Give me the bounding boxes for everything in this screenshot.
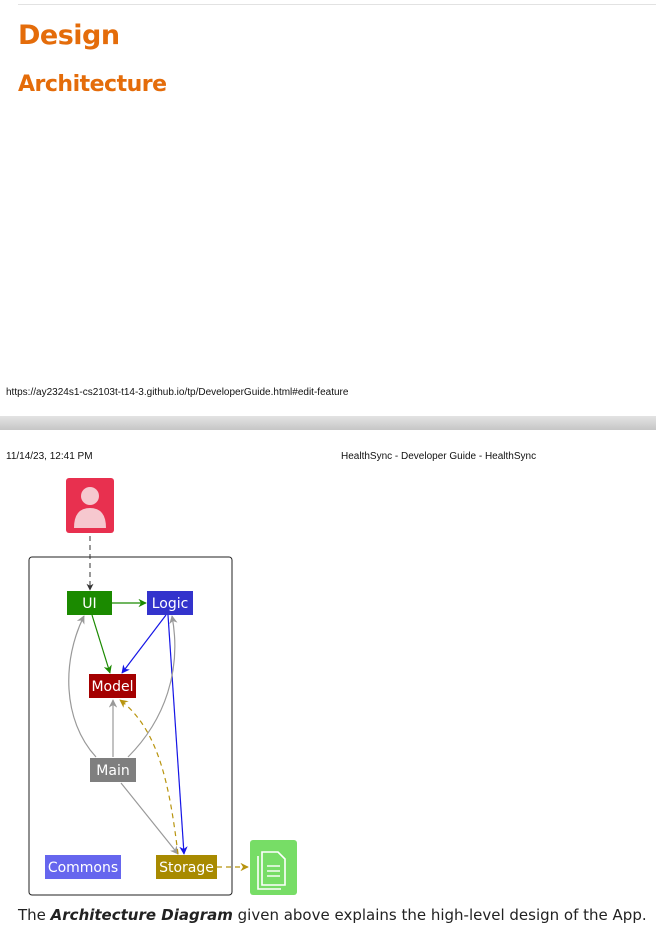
component-commons: Commons — [45, 855, 121, 879]
component-model: Model — [89, 674, 136, 698]
component-logic: Logic — [147, 591, 193, 615]
storage-to-model-arrow — [119, 699, 179, 855]
heading-architecture: Architecture — [18, 72, 167, 97]
component-storage-label: Storage — [159, 860, 214, 876]
print-footer-url: https://ay2324s1-cs2103t-t14-3.github.io… — [6, 387, 349, 398]
paragraph-emphasis: Architecture Diagram — [50, 906, 233, 924]
top-rule — [18, 4, 656, 5]
architecture-paragraph: The Architecture Diagram given above exp… — [18, 906, 647, 924]
component-commons-label: Commons — [48, 860, 118, 876]
component-main-label: Main — [96, 763, 129, 779]
ui-to-model-arrow — [91, 614, 112, 674]
file-icon — [250, 840, 297, 895]
user-icon — [66, 478, 114, 533]
paragraph-prefix: The — [18, 906, 51, 924]
architecture-diagram: UI Logic Model Main Commons Storage — [28, 478, 297, 896]
component-model-label: Model — [91, 679, 133, 695]
logic-to-storage-arrow — [167, 614, 188, 855]
app-boundary — [28, 556, 233, 896]
page-break — [0, 416, 656, 430]
component-ui-label: UI — [82, 596, 96, 612]
component-main: Main — [90, 758, 136, 782]
heading-design: Design — [18, 20, 120, 51]
print-header-title: HealthSync - Developer Guide - HealthSyn… — [341, 451, 537, 462]
paragraph-suffix: given above explains the high-level desi… — [232, 906, 647, 924]
main-to-storage-arrow — [120, 782, 179, 855]
logic-to-model-arrow — [121, 614, 167, 674]
main-to-logic-arrow — [127, 615, 178, 758]
main-to-ui-arrow — [68, 615, 97, 758]
component-logic-label: Logic — [152, 596, 189, 612]
print-header-datetime: 11/14/23, 12:41 PM — [6, 451, 93, 462]
component-ui: UI — [67, 591, 112, 615]
component-storage: Storage — [156, 855, 217, 879]
